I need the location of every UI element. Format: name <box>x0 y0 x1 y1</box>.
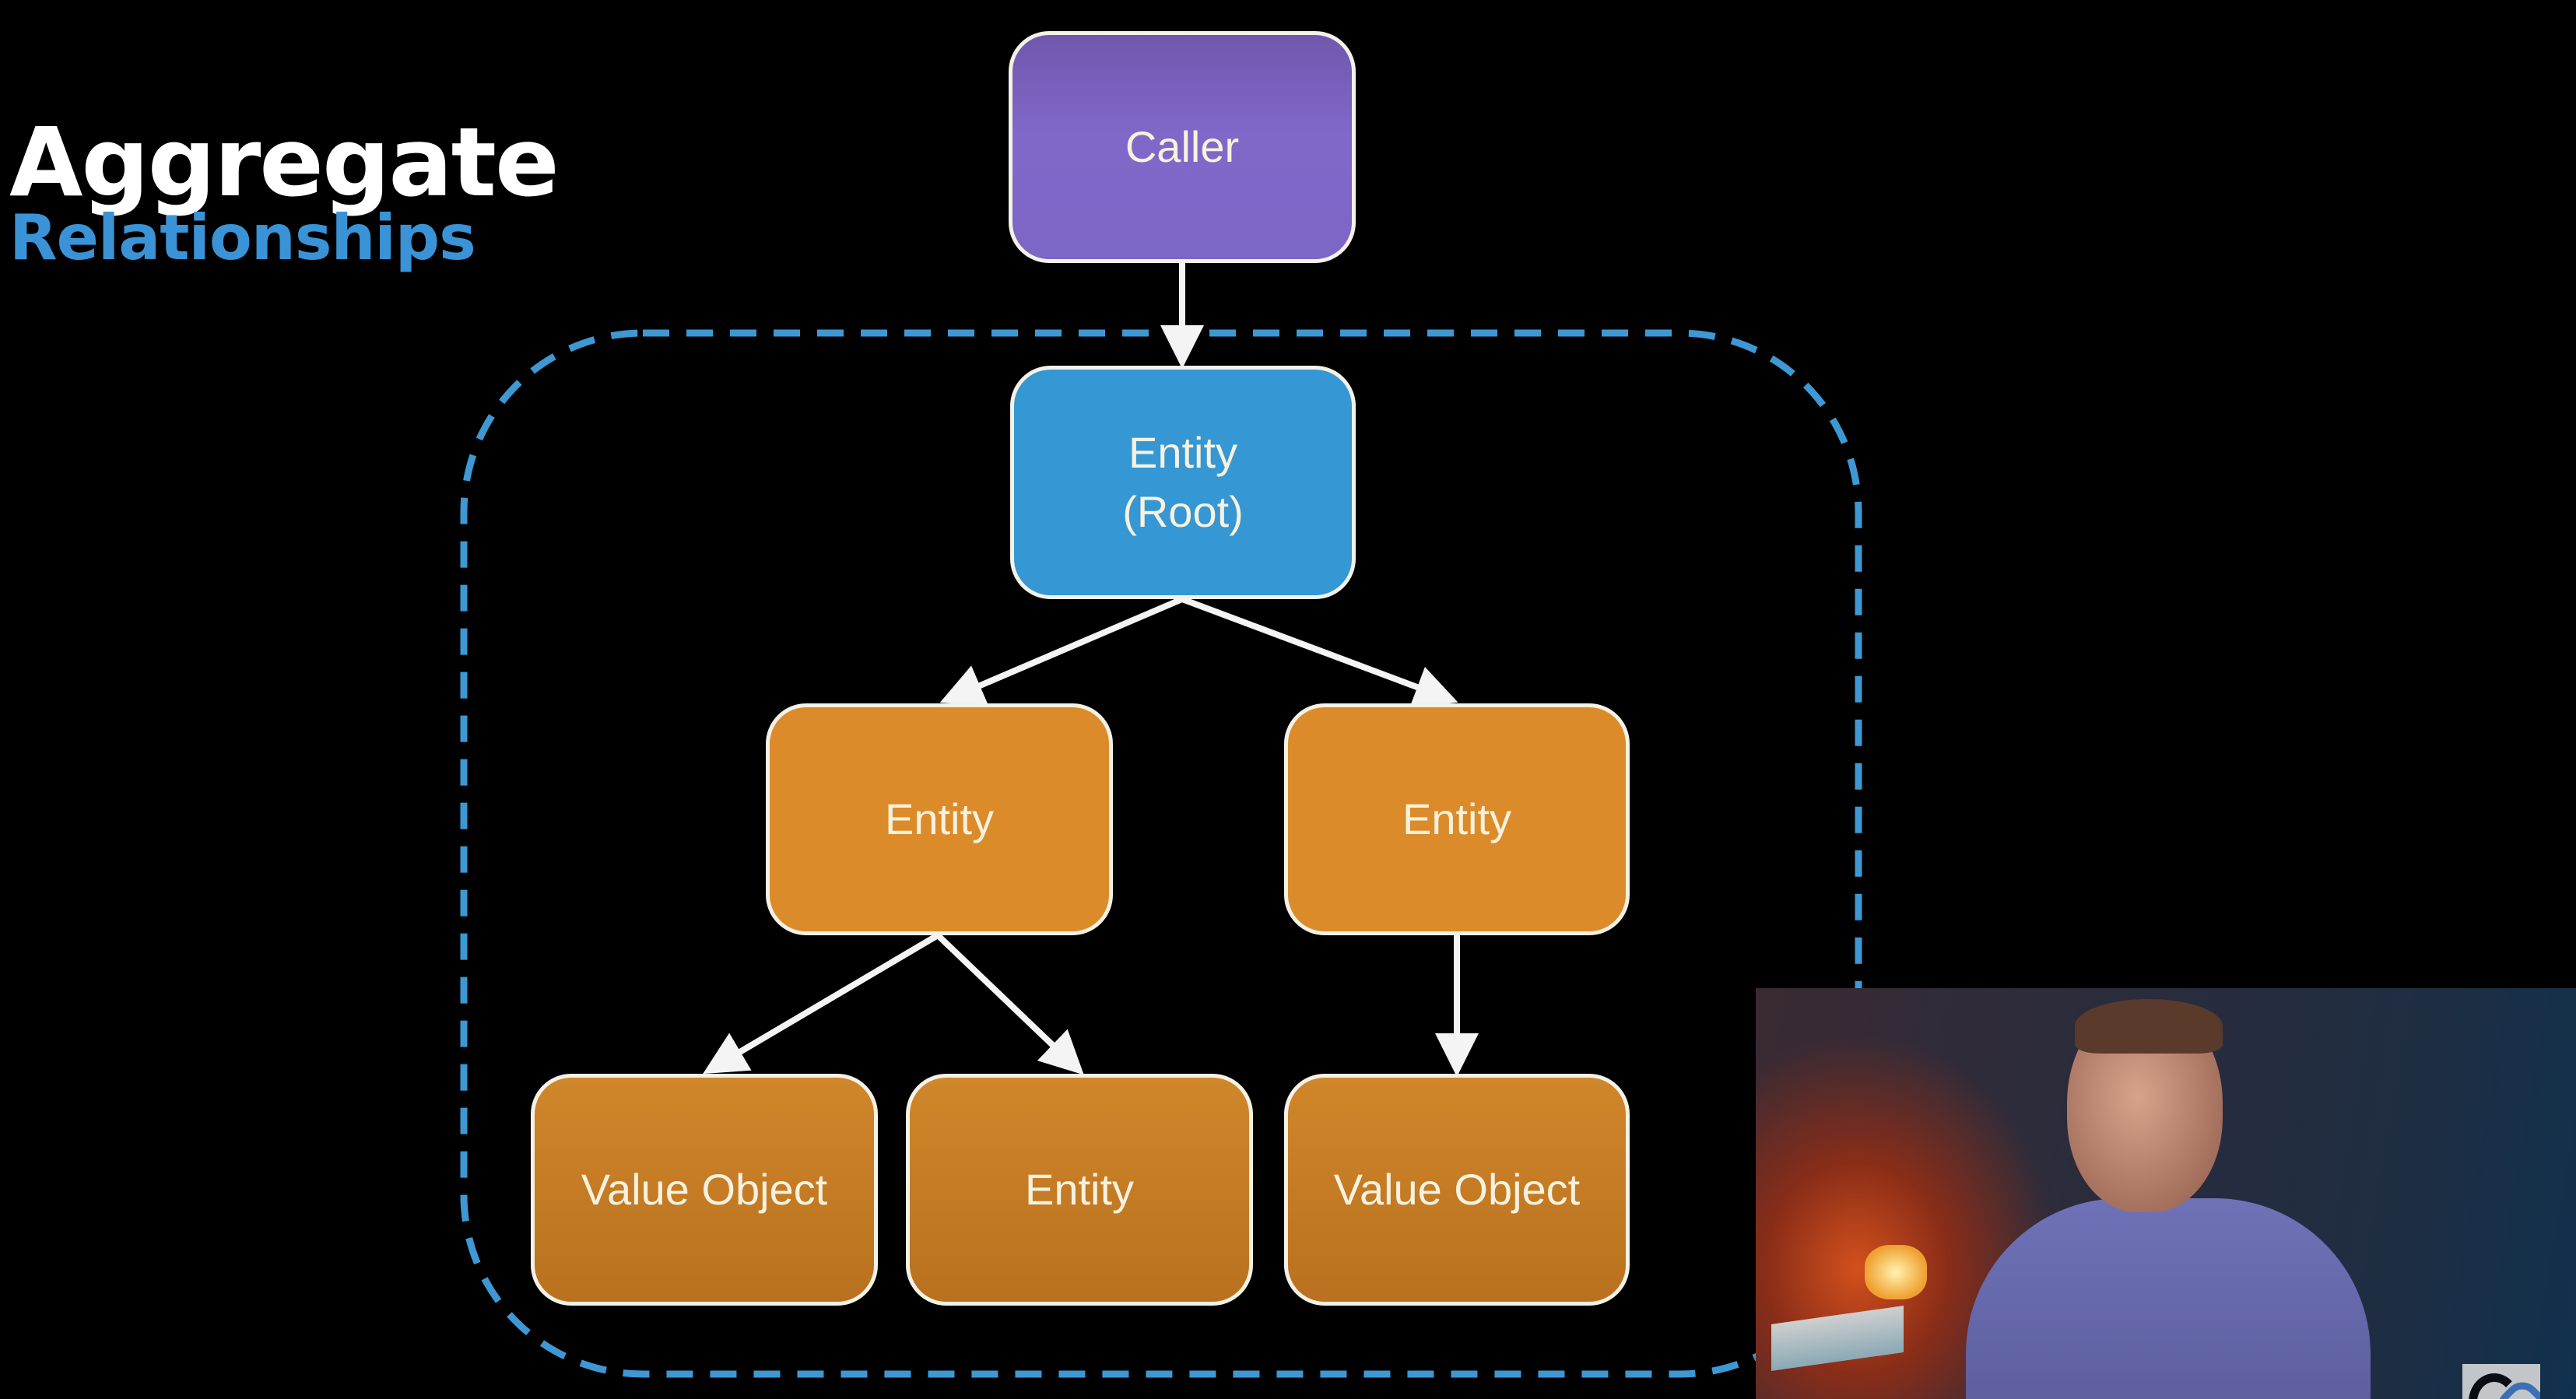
arrow-root-to-entity_right <box>1181 596 1458 708</box>
node-value-object-1: Value Object <box>531 1074 878 1306</box>
node-entity-left: Entity <box>766 703 1113 935</box>
node-caller: Caller <box>1009 31 1356 263</box>
node-value-object-2: Value Object <box>1284 1074 1630 1306</box>
node-entity-bottom: Entity <box>906 1074 1253 1306</box>
node-label: Entity <box>884 794 995 844</box>
aggregate-boundary <box>460 329 1862 1378</box>
arrow-entity_left-to-entity_bottom <box>935 933 1084 1075</box>
arrow-entity_left-to-value_object_1 <box>703 932 940 1075</box>
node-label: Caller <box>1125 122 1240 172</box>
presenter-hair <box>2075 999 2223 1054</box>
node-label: Entity <box>1402 794 1512 844</box>
arrow-root-to-entity_left <box>939 596 1184 706</box>
lamp <box>1865 1245 1927 1299</box>
node-label: Entity (Root) <box>1122 428 1244 536</box>
presenter-body <box>1966 1198 2371 1399</box>
title-relationships: Relationships <box>9 202 476 274</box>
books <box>1771 1306 1904 1371</box>
node-entity-root: Entity (Root) <box>1010 366 1356 599</box>
node-label: Value Object <box>1333 1165 1581 1215</box>
node-label: Entity <box>1024 1165 1135 1215</box>
slide-title: Aggregate Relationships <box>9 107 560 274</box>
channel-logo-icon <box>2462 1364 2540 1399</box>
title-aggregate: Aggregate <box>9 107 560 218</box>
node-label: Value Object <box>581 1165 828 1215</box>
presenter-webcam <box>1756 988 2576 1399</box>
node-entity-right: Entity <box>1284 703 1630 935</box>
